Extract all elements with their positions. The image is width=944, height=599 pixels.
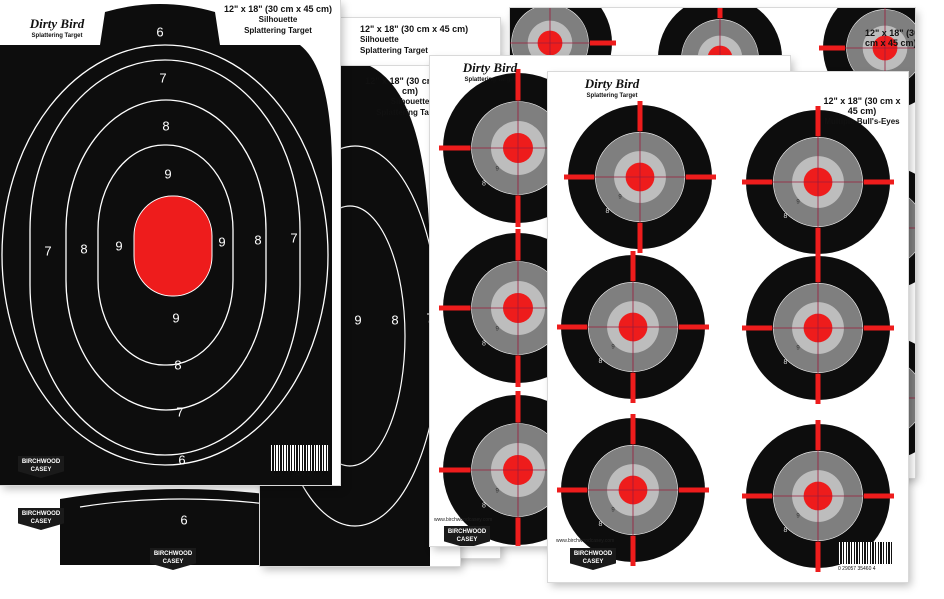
- ring-number-8: 8: [598, 358, 602, 365]
- ring-number-9-top: 9: [164, 166, 172, 182]
- size-label: 12" x 18" (30 cm x 45 cm): [865, 28, 915, 48]
- dirty-bird-logo: Dirty Bird Splattering Target: [584, 76, 640, 99]
- dirty-bird-logo: Dirty Bird Splattering Target: [462, 60, 518, 83]
- birchwood-casey-badge: BIRCHWOOD CASEY: [150, 548, 196, 570]
- ring-number-8: 8: [482, 503, 486, 510]
- ring-number-9-left: 9: [115, 238, 123, 254]
- ring-number-9: 9: [618, 195, 622, 201]
- ring-number-8: 8: [783, 527, 787, 534]
- ring-number-6-lower: 6: [180, 512, 188, 528]
- ring-number-9: 9: [611, 508, 615, 514]
- bullseye-target: 89: [742, 252, 894, 404]
- bullseye-target: 89: [557, 414, 709, 566]
- bullseye-target: 89: [742, 420, 894, 572]
- ring-number-9-right: 9: [218, 234, 226, 250]
- silhouette-graphic: [0, 4, 332, 485]
- ring-number-8: 8: [391, 312, 399, 328]
- ring-number-8-bottom: 8: [174, 357, 182, 373]
- size-label: 12" x 18" (30 cm x 45 cm) Silhouette Spl…: [365, 76, 455, 117]
- birchwood-casey-badge: BIRCHWOOD CASEY: [570, 548, 616, 570]
- ring-number-6-top: 6: [156, 24, 164, 40]
- ring-number-8: 8: [605, 208, 609, 215]
- bullseye-target: 89: [564, 101, 716, 253]
- ring-number-9: 9: [496, 327, 500, 333]
- ring-number-8: 8: [482, 341, 486, 348]
- ring-number-6-bottom: 6: [178, 452, 186, 468]
- ring-number-8-top: 8: [162, 118, 170, 134]
- size-label: 12" x 18" (30 cm x 45 cm) Silhouette Spl…: [360, 24, 469, 55]
- ring-number-8: 8: [482, 181, 486, 188]
- ring-number-9: 9: [611, 345, 615, 351]
- ring-number-9-bottom: 9: [172, 310, 180, 326]
- ring-number-9: 9: [796, 514, 800, 520]
- barcode-number: 0 29057 35460 4: [838, 566, 876, 572]
- ring-number-8-left: 8: [80, 241, 88, 257]
- birchwood-casey-badge: BIRCHWOOD CASEY: [18, 456, 64, 478]
- ring-number-9: 9: [796, 200, 800, 206]
- dirty-bird-logo: Dirty Bird Splattering Target: [29, 16, 85, 39]
- ring-number-9: 9: [496, 489, 500, 495]
- ring-number-7-right: 7: [290, 230, 298, 246]
- size-label: 12" x 18" (30 cm x 45 cm) Silhouette Spl…: [223, 4, 333, 35]
- ring-number-7-left: 7: [44, 243, 52, 259]
- barcode: [270, 445, 330, 471]
- barcode: [838, 542, 893, 564]
- ring-number-9: 9: [496, 167, 500, 173]
- ring-number-8: 8: [598, 521, 602, 528]
- ring-number-9: 9: [354, 312, 362, 328]
- size-label: 12" x 18" (30 cm x 45 cm) Multiple Bull'…: [823, 96, 901, 126]
- bullseye-target: 89: [557, 251, 709, 403]
- ring-number-8-right: 8: [254, 232, 262, 248]
- website-text: www.birchwoodcasey.com: [556, 538, 615, 544]
- birchwood-casey-badge: BIRCHWOOD CASEY: [18, 508, 64, 530]
- ring-number-8: 8: [783, 213, 787, 220]
- silhouette-sheet-front: Dirty Bird Splattering Target 12" x 18" …: [0, 0, 340, 485]
- birchwood-casey-badge: BIRCHWOOD CASEY: [444, 526, 490, 546]
- ring-number-8: 8: [783, 359, 787, 366]
- bullseye-target: 89: [742, 106, 894, 258]
- website-text: www.birchwoodcasey.com: [434, 517, 493, 523]
- ring-number-7-bottom: 7: [176, 404, 184, 420]
- barcode-number: 0 29057 35450 5: [272, 472, 310, 478]
- ring-number-9: 9: [796, 346, 800, 352]
- ring-number-7-top: 7: [159, 70, 167, 86]
